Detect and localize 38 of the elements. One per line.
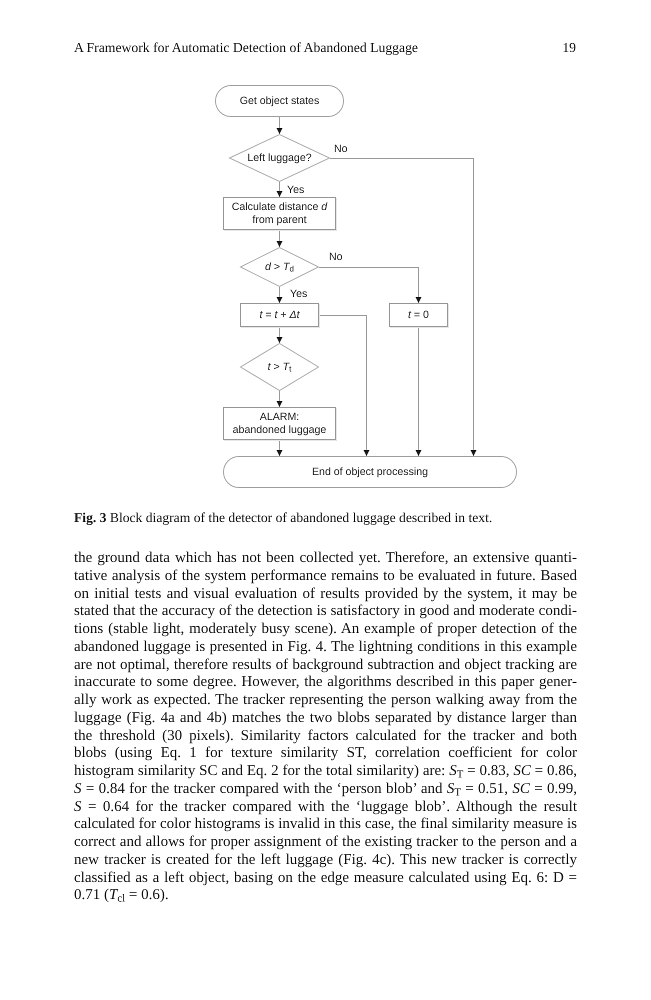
page-number: 19 — [562, 40, 576, 56]
step-label: Get object states — [240, 94, 320, 108]
flow-arrow — [318, 267, 422, 304]
step-label: d > T$_{d}$ — [265, 260, 294, 274]
flow-arrow — [276, 326, 282, 344]
edge-label: Yes — [286, 184, 306, 196]
flow-arrow — [276, 390, 282, 408]
step-label: ALARM: — [260, 410, 300, 424]
decision-diamond — [240, 247, 319, 287]
end-terminal — [223, 456, 517, 488]
flow-arrow — [276, 440, 282, 456]
step-label: Left luggage? — [247, 152, 312, 164]
flow-arrow — [276, 116, 282, 134]
flow-arrow — [276, 230, 282, 248]
flow-arrow — [276, 182, 282, 198]
process-box — [223, 197, 336, 230]
process-box — [240, 303, 319, 327]
step-label: t = t + Δt — [259, 308, 300, 322]
decision-diamond — [229, 134, 330, 182]
edge-label: No — [333, 143, 349, 155]
process-box — [389, 303, 448, 327]
flow-arrow — [276, 286, 282, 304]
step-label: abandoned luggage — [232, 424, 326, 436]
flow-arrow — [416, 326, 422, 456]
flow-arrow — [318, 315, 370, 456]
figure-caption: Fig. 3 Block diagram of the detector of abandoned luggage described in text. — [74, 510, 492, 526]
step-label: t = 0 — [408, 308, 429, 322]
edge-label: No — [328, 251, 344, 263]
process-box — [223, 407, 336, 440]
start-terminal — [215, 85, 344, 117]
flow-arrow — [330, 158, 476, 456]
decision-diamond — [240, 343, 319, 391]
step-label: End of object processing — [312, 466, 428, 478]
step-label: t > T$_{t}$ — [268, 360, 292, 374]
edge-label: Yes — [289, 288, 308, 300]
step-label: Calculate distance d from parent — [230, 200, 328, 226]
running-header: A Framework for Automatic Detection of Abandoned Luggage — [74, 40, 418, 56]
body-paragraph: the ground data which has not been collected yet. Therefore, an extensive quanti-tative analysis of the system performance remains to be evaluated in future. Based on initial tests and visual evaluation of results provided by the system, it may be stated that the accuracy of the detection is satisfactory in good and moderate condi-tions (stable light, moderately busy scene). An example of proper detection of the abandoned luggage is presented in Fig. 4. The lightning conditions in this example are not optimal, therefore results of background subtraction and object tracking are inaccurate to some degree. However, the algorithms described in this paper gener-ally work as expected. The tracker representing the person walking away from the luggage (Fig. 4a and 4b) matches the two blobs separated by distance larger than the threshold (30 pixels). Similarity factors calculated for the tracker and both blobs (using Eq. 1 for texture similarity ST, correlation coefficient for color histogram similarity SC and Eq. 2 for the total similarity) are: S$_{T}$ = 0.83, SC = 0.86, S = 0.84 for the tracker compared with the ‘person blob’ and S$_{T}$ = 0.51, SC = 0.99, S = 0.64 for the tracker compared with the ‘luggage blob’. Although the result calculated for color histograms is invalid in this case, the final similarity measure is correct and allows for proper assignment of the existing tracker to the person and a new tracker is created for the left luggage (Fig. 4c). This new tracker is correctly classified as a left object, basing on the edge measure calculated using Eq. 6: D = 0.71 (T$_{cl}$ = 0.6). — [74, 550, 577, 905]
